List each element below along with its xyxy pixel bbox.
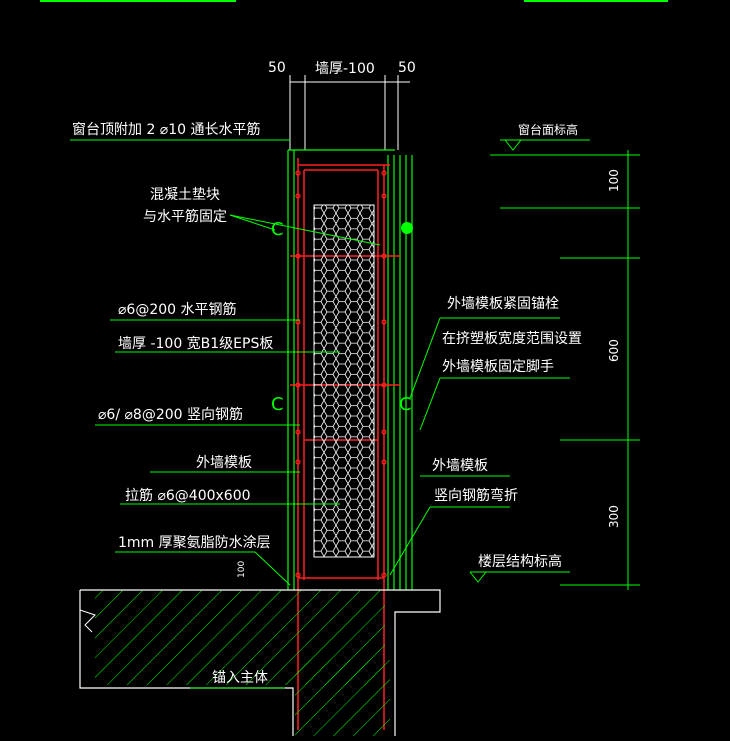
label-sill-elev: 窗台面标高 (518, 122, 578, 137)
label-concrete-block-2: 与水平筋固定 (143, 208, 227, 225)
label-scaffold: 外墙模板固定脚手 (442, 359, 554, 375)
right-dimension (490, 150, 640, 590)
slab-section (79, 589, 441, 736)
label-concrete-block-1: 混凝土垫块 (150, 187, 220, 203)
dim-right-100: 100 (607, 169, 621, 192)
top-dimension (289, 75, 410, 150)
label-window-top: 窗台顶附加 2 ⌀10 通长水平筋 (72, 121, 261, 138)
elevation-markers (469, 139, 522, 583)
rebar-dots (295, 170, 387, 578)
svg-text:C: C (271, 394, 284, 415)
label-formwork-right: 外墙模板 (432, 458, 488, 474)
svg-text:C: C (399, 394, 412, 415)
dim-right-text: 50 (398, 60, 416, 76)
label-anchor-bolt: 外墙模板紧固锚栓 (447, 296, 559, 312)
label-anchor: 锚入主体 (212, 670, 268, 686)
leaders (70, 139, 590, 689)
label-tie-bar: 拉筋 ⌀6@400x600 (125, 487, 251, 504)
label-anchor-bolt-2: 在挤塑板宽度范围设置 (442, 330, 582, 347)
label-eps-board: 墙厚 -100 宽B1级EPS板 (118, 335, 273, 352)
eps-board (313, 204, 375, 558)
label-floor-elev: 楼层结构标高 (478, 553, 562, 570)
spacer-blocks: C C C (271, 219, 413, 415)
label-waterproof: 1mm 厚聚氨脂防水涂层 (118, 535, 271, 551)
dim-middle-text: 墙厚-100 (315, 61, 375, 77)
dim-right-300: 300 (607, 505, 621, 528)
dim-small-100: 100 (237, 561, 247, 578)
label-vert-rebar: ⌀6/ ⌀8@200 竖向钢筋 (98, 406, 243, 423)
label-formwork-left: 外墙模板 (196, 455, 252, 471)
label-horiz-rebar: ⌀6@200 水平钢筋 (118, 301, 237, 318)
dim-right-600: 600 (607, 339, 621, 362)
label-rebar-bend: 竖向钢筋弯折 (434, 487, 518, 504)
dim-left-text: 50 (268, 60, 286, 76)
